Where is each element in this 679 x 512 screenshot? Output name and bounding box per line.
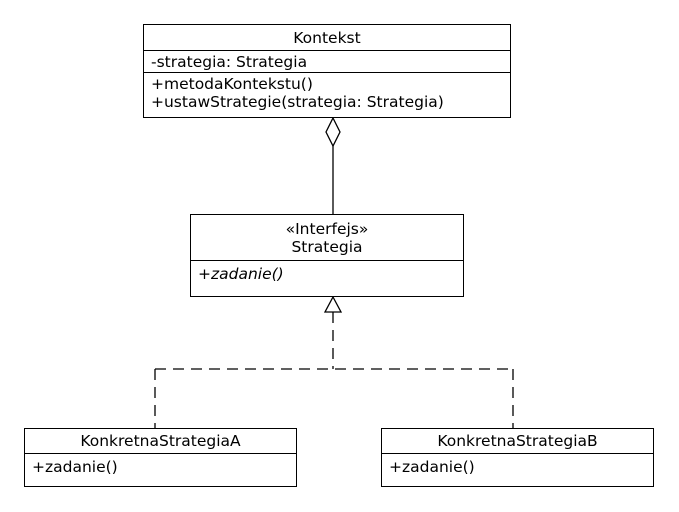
class-konkretna-a-name-section: KonkretnaStrategiaA bbox=[25, 429, 296, 453]
class-konkretna-a-operations: +zadanie() bbox=[25, 453, 296, 479]
operation-zadanie-a: +zadanie() bbox=[32, 458, 118, 476]
class-kontekst-operations: +metodaKontekstu() +ustawStrategie(strat… bbox=[144, 72, 510, 114]
class-konkretna-b-operations: +zadanie() bbox=[382, 453, 653, 479]
interface-strategia: «Interfejs» Strategia +zadanie() bbox=[190, 214, 464, 297]
class-kontekst-name-section: Kontekst bbox=[144, 25, 510, 50]
class-konkretna-b-name: KonkretnaStrategiaB bbox=[437, 432, 598, 450]
class-konkretna-strategia-b: KonkretnaStrategiaB +zadanie() bbox=[381, 428, 654, 487]
class-kontekst-name: Kontekst bbox=[293, 29, 361, 47]
operation-zadanie-abstract: +zadanie() bbox=[198, 265, 284, 283]
attribute-strategia: -strategia: Strategia bbox=[151, 53, 308, 71]
class-kontekst-attributes: -strategia: Strategia bbox=[144, 50, 510, 72]
interface-stereotype: «Interfejs» bbox=[285, 220, 369, 238]
class-konkretna-b-name-section: KonkretnaStrategiaB bbox=[382, 429, 653, 453]
operation-metoda-kontekstu: +metodaKontekstu() bbox=[151, 75, 313, 93]
class-konkretna-strategia-a: KonkretnaStrategiaA +zadanie() bbox=[24, 428, 297, 487]
aggregation-diamond bbox=[325, 116, 341, 148]
operation-zadanie-b: +zadanie() bbox=[389, 458, 475, 476]
class-kontekst: Kontekst -strategia: Strategia +metodaKo… bbox=[143, 24, 511, 118]
operation-ustaw-strategie: +ustawStrategie(strategia: Strategia) bbox=[151, 93, 444, 111]
interface-strategia-operations: +zadanie() bbox=[191, 260, 463, 286]
realization-arrowhead bbox=[323, 295, 343, 313]
interface-strategia-name: Strategia bbox=[291, 238, 363, 256]
interface-strategia-name-section: «Interfejs» Strategia bbox=[191, 215, 463, 260]
class-konkretna-a-name: KonkretnaStrategiaA bbox=[80, 432, 241, 450]
